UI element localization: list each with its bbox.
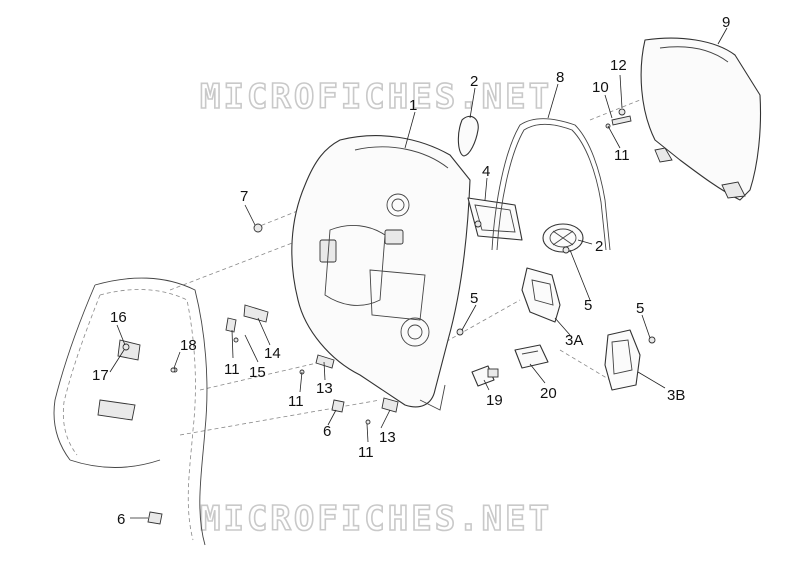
part-block-20 (514, 344, 549, 369)
part-seal-strip (491, 118, 611, 251)
callout-9: 9 (722, 14, 730, 31)
callout-6-upper: 6 (323, 423, 331, 440)
callout-5-c: 5 (636, 300, 644, 317)
callout-16: 16 (110, 309, 127, 326)
callout-5-b: 5 (584, 297, 592, 314)
callout-3a: 3A (565, 332, 583, 349)
part-leg-shield-back (291, 135, 471, 411)
part-bracket-3b (604, 329, 641, 391)
part-front-frame (53, 277, 208, 546)
callout-2-lower: 2 (595, 238, 603, 255)
callout-18: 18 (180, 337, 197, 354)
callout-5-a: 5 (470, 290, 478, 307)
callout-12: 12 (610, 57, 627, 74)
part-small-fasteners (172, 220, 656, 425)
part-clips (147, 304, 399, 525)
callout-17: 17 (92, 367, 109, 384)
callout-6-lower: 6 (117, 511, 125, 528)
part-round-grille (542, 223, 584, 253)
part-lens-upper (457, 115, 479, 157)
callout-15: 15 (249, 364, 266, 381)
callout-labels: 1 2 2 3A 3B 4 5 5 5 6 6 7 8 9 10 11 11 1… (92, 14, 730, 528)
callout-14: 14 (264, 345, 281, 362)
callout-11-c: 11 (288, 393, 304, 410)
watermark-top: MICROFICHES.NET (200, 77, 552, 117)
leader-lines (109, 27, 728, 519)
callout-1: 1 (409, 97, 417, 114)
callout-7: 7 (240, 188, 248, 205)
callout-19: 19 (486, 392, 503, 409)
part-bracket-3a (521, 267, 561, 323)
callout-13-a: 13 (316, 380, 333, 397)
part-hardware-10-12 (605, 108, 632, 129)
callout-3b: 3B (667, 387, 685, 404)
callout-4: 4 (482, 163, 490, 180)
callout-8: 8 (556, 69, 564, 86)
callout-11-a: 11 (614, 147, 630, 164)
callout-2-upper: 2 (470, 73, 478, 90)
callout-13-b: 13 (379, 429, 396, 446)
callout-20: 20 (540, 385, 557, 402)
callout-10: 10 (592, 79, 609, 96)
callout-11-b: 11 (224, 361, 240, 378)
callout-11-d: 11 (358, 444, 374, 461)
part-knob-19 (471, 365, 499, 387)
part-glovebox-lid (640, 37, 762, 201)
watermark-bottom: MICROFICHES.NET (200, 499, 552, 539)
assembly-lines (169, 99, 641, 436)
